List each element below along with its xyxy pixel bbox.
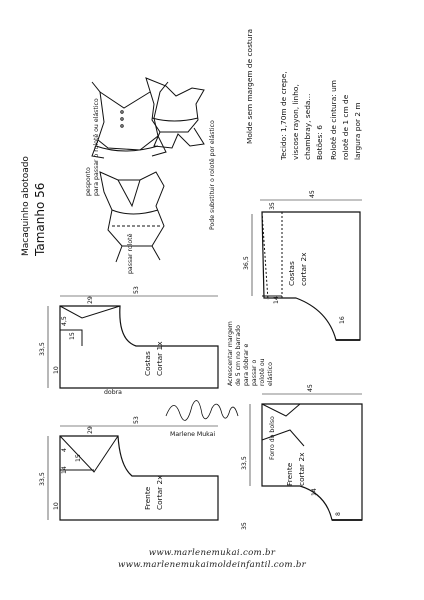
piece-costas-shorts [251, 199, 362, 341]
frente-shorts-dim-leg: 8 [335, 512, 342, 516]
frente-top-dim-c: 4 [61, 448, 68, 452]
costas-shorts-label-2: cortar 2x [299, 252, 308, 286]
doc-title: Macaquinho abotoado [21, 156, 31, 256]
materials-line-4: Botões: 6 [315, 125, 324, 160]
frente-top-label-1: Frente [143, 486, 152, 510]
note-acrescentar-3: para dobrar e [243, 343, 250, 386]
frente-top-dim-sh: 29 [87, 426, 94, 434]
frente-shorts-dim-crotch: 14 [311, 488, 318, 496]
frente-top-label-2: Cortar 2x [155, 475, 164, 510]
materials-line-2: viscose rayon, linho, [291, 84, 300, 160]
materials-line-3: chambray, seda... [303, 94, 312, 160]
frente-top-dim-h: 33,5 [39, 472, 46, 486]
garment-sketch-back [145, 77, 205, 149]
costas-shorts-dim-top: 35 [269, 202, 276, 210]
costas-shorts-dim-h: 36,5 [243, 256, 250, 270]
frente-shorts-label-2: cortar 2x [297, 452, 306, 486]
piece-frente-top [47, 425, 219, 521]
frente-shorts-dim-h: 33,5 [241, 456, 248, 470]
piece-frente-shorts [249, 393, 363, 521]
costas-top-fold: dobra [104, 389, 122, 396]
footer-url-main[interactable]: www.marlenemukai.com.br [148, 548, 276, 558]
note-sem-margem: Molde sem margem de costura [245, 29, 254, 144]
frente-top-dim-b: 15 [75, 454, 82, 462]
costas-shorts-dim-w: 45 [309, 190, 316, 198]
materials-line-1: Tecido: 1,70m de crepe, [279, 71, 288, 161]
materials-line-5: Rolotê de cintura: um [329, 80, 338, 160]
signature-scribble [165, 400, 239, 421]
garment-sketch-front [91, 81, 169, 159]
frente-shorts-bolso: Forro do bolso [269, 416, 276, 460]
frente-shorts-dim-top: 35 [241, 522, 248, 530]
piece-costas-top [47, 295, 219, 389]
note-subst-rolote: Pode substituir o rolotê por elástico [208, 120, 216, 230]
signature-text: Marlene Mukai [170, 431, 215, 438]
note-acrescentar-4: passar o [251, 360, 258, 386]
note-acrescentar-5: rolotê ou [258, 358, 266, 386]
note-acrescentar-2: de 5 cm no barrado [235, 325, 242, 386]
doc-size: Tamanho 56 [33, 183, 47, 257]
materials-line-6: rolotê de 1 cm de [341, 94, 350, 160]
materials-line-7: largura por 2 m [353, 102, 362, 160]
costas-shorts-label-1: Costas [287, 261, 296, 286]
frente-top-dim-d: 14 [61, 466, 68, 474]
costas-top-dim-a: 10 [53, 366, 60, 374]
costas-top-dim-c: 4,5 [61, 316, 68, 326]
garment-sketch-side [99, 171, 165, 263]
note-pesponto-2: para passar o rolotê ou elástico [92, 98, 100, 196]
costas-top-label-2: Cortar 1x [155, 341, 164, 376]
frente-shorts-label-1: Frente [285, 462, 294, 486]
costas-top-dim-w: 53 [133, 286, 140, 294]
costas-shorts-dim-leg: 16 [339, 316, 346, 324]
note-acrescentar-6: elástico [266, 362, 274, 386]
note-pesponto: pesponto [85, 167, 92, 196]
costas-shorts-dim-crotch: 14 [273, 296, 280, 304]
costas-top-dim-sh: 29 [87, 296, 94, 304]
frente-top-dim-a: 10 [53, 502, 60, 510]
costas-top-dim-b: 15 [69, 332, 76, 340]
frente-top-dim-w: 53 [133, 416, 140, 424]
costas-top-label-1: Costas [143, 351, 152, 376]
note-passar-rolote: passar rolotê [126, 233, 134, 274]
note-acrescentar-1: Acrescentar margem [227, 321, 234, 386]
footer-url-infantil[interactable]: www.marlenemukaimoldeinfantil.com.br [117, 560, 307, 570]
frente-shorts-dim-w: 45 [307, 384, 314, 392]
costas-top-dim-h: 33,5 [39, 342, 46, 356]
